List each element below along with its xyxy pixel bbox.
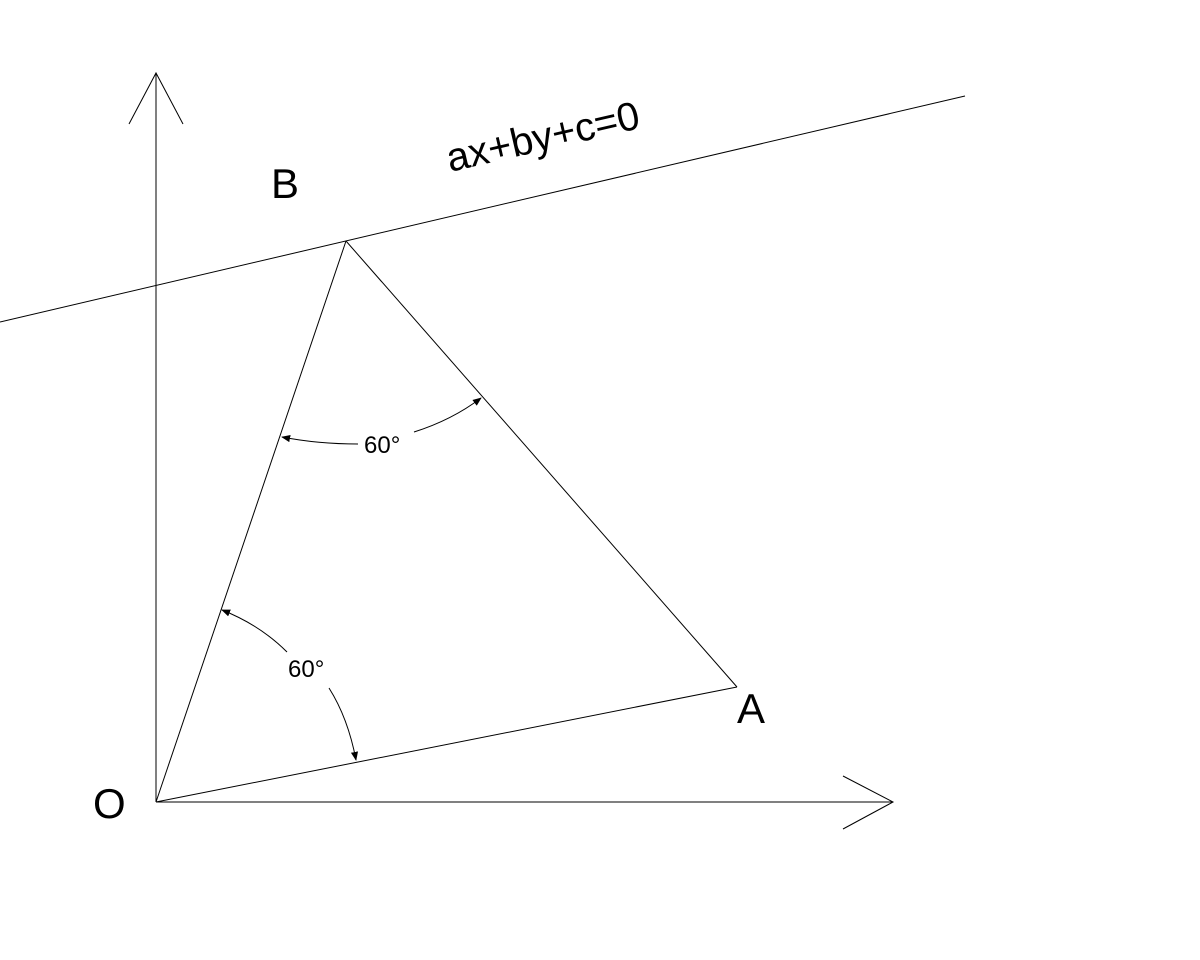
point-label-b: B [271, 160, 299, 207]
angle-arc-o-top [221, 609, 288, 653]
angle-label-o: 60° [288, 656, 324, 683]
segment-ab [345, 240, 738, 688]
angle-marker-b: 60° [281, 397, 482, 459]
y-axis-arrowhead [128, 71, 184, 125]
x-axis-arrowhead [842, 775, 895, 830]
line-l [0, 95, 966, 323]
line-equation-label: ax+by+c=0 [442, 94, 644, 181]
segment-oa [155, 686, 738, 803]
angle-label-b: 60° [364, 432, 400, 459]
angle-arc-b-left [281, 435, 359, 445]
angle-arc-b-right [413, 397, 482, 433]
axes [128, 71, 895, 830]
point-label-o: O [93, 780, 126, 827]
angle-arc-o-bottom [328, 687, 359, 761]
segment-ob [155, 240, 347, 803]
angle-marker-o: 60° [221, 609, 359, 761]
point-label-a: A [737, 685, 765, 732]
triangle-oab [155, 240, 738, 803]
